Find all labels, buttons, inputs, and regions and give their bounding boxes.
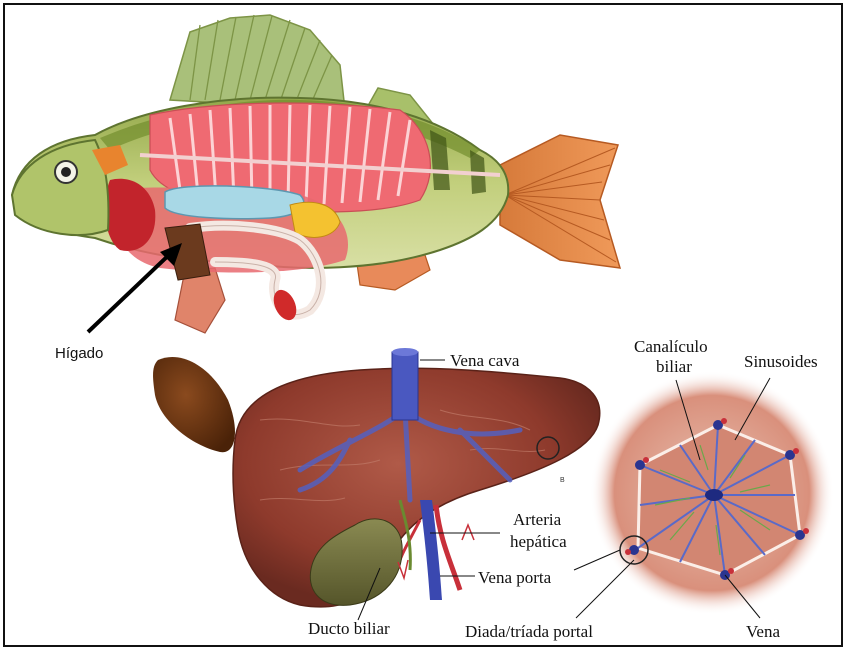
dorsal-fin xyxy=(170,15,345,110)
tail-fin xyxy=(500,135,620,268)
label-canaliculo-line2: biliar xyxy=(656,357,692,376)
central-vein xyxy=(705,489,723,501)
label-diada: Diada/tríada portal xyxy=(465,622,593,641)
label-arteria-line1: Arteria xyxy=(513,510,562,529)
isolated-fish-liver xyxy=(153,357,235,452)
vena-cava xyxy=(392,352,418,420)
label-sinusoides: Sinusoides xyxy=(744,352,818,371)
liver-lobule-illustration xyxy=(590,371,834,615)
label-vena: Vena xyxy=(746,622,780,641)
fish-head xyxy=(12,140,108,235)
fish-pupil xyxy=(61,167,71,177)
swim-bladder xyxy=(165,186,304,219)
label-arteria-line2: hepática xyxy=(510,532,567,551)
vena-cava-top xyxy=(392,348,418,356)
label-higado: Hígado xyxy=(55,345,103,362)
label-vena-porta: Vena porta xyxy=(478,568,552,587)
label-vena-cava: Vena cava xyxy=(450,351,520,370)
fish-illustration xyxy=(12,15,620,333)
marker-b-label: B xyxy=(560,477,565,484)
label-canaliculo-line1: Canalículo xyxy=(634,337,708,356)
label-ducto-biliar: Ducto biliar xyxy=(308,619,390,638)
